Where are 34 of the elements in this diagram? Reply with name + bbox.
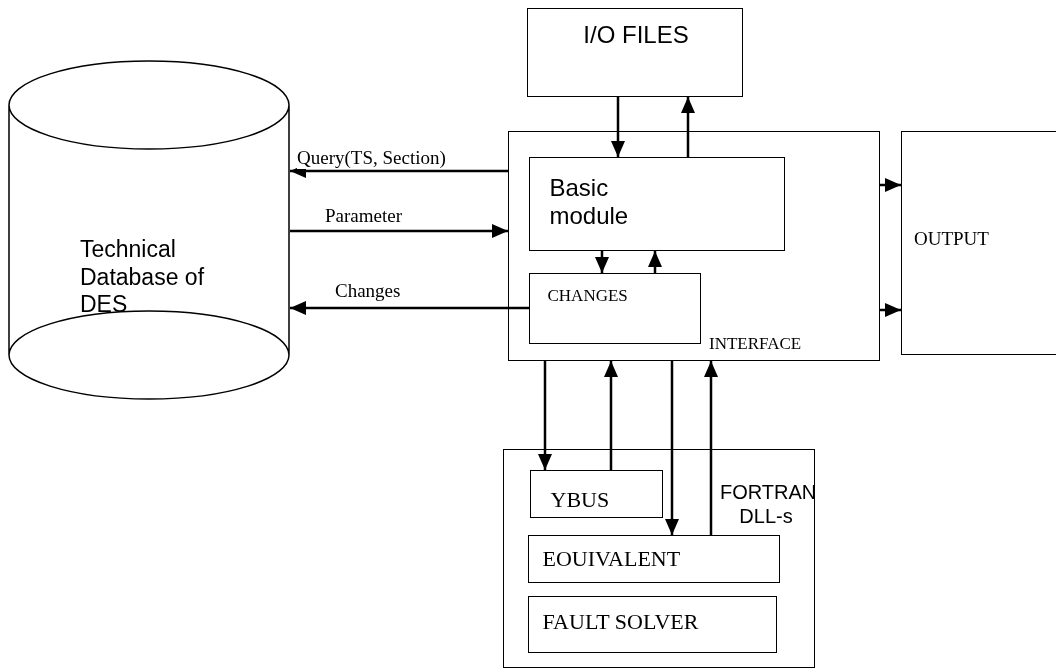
arrow: [880, 303, 901, 317]
edge-label: Query(TS, Section): [297, 148, 446, 169]
arrow: [880, 178, 901, 192]
node-label: Technical Database of DES: [80, 236, 205, 319]
arrow: [648, 251, 662, 273]
node-label: Basic module: [549, 173, 630, 232]
arrow: [595, 251, 609, 273]
node-label: CHANGES: [547, 285, 628, 306]
database-cylinder: [8, 60, 290, 400]
node-label: FAULT SOLVER: [542, 608, 699, 635]
arrow: [604, 361, 618, 470]
node-label: OUTPUT: [914, 228, 989, 251]
container-box: [503, 449, 815, 668]
arrow: [290, 224, 508, 238]
process-box: [528, 156, 785, 251]
process-box: [527, 8, 743, 97]
process-box: [901, 131, 1056, 355]
container-box: [508, 131, 880, 361]
node-label: EOUIVALENT: [542, 545, 681, 572]
node-label: INTERFACE: [709, 334, 802, 355]
edge-label: Changes: [335, 281, 401, 302]
arrow: [538, 361, 552, 470]
node-label: I/O FILES: [582, 21, 690, 50]
arrow: [704, 361, 718, 535]
process-box: [529, 469, 663, 518]
arrow: [665, 361, 679, 535]
node-label: FORTRAN DLL-s: [720, 480, 812, 528]
arrow: [290, 301, 529, 315]
process-box: [528, 272, 701, 344]
arrow: [611, 97, 625, 157]
process-box: [527, 595, 777, 653]
node-label: YBUS: [550, 486, 610, 513]
process-box: [527, 534, 780, 583]
arrow: [681, 97, 695, 157]
